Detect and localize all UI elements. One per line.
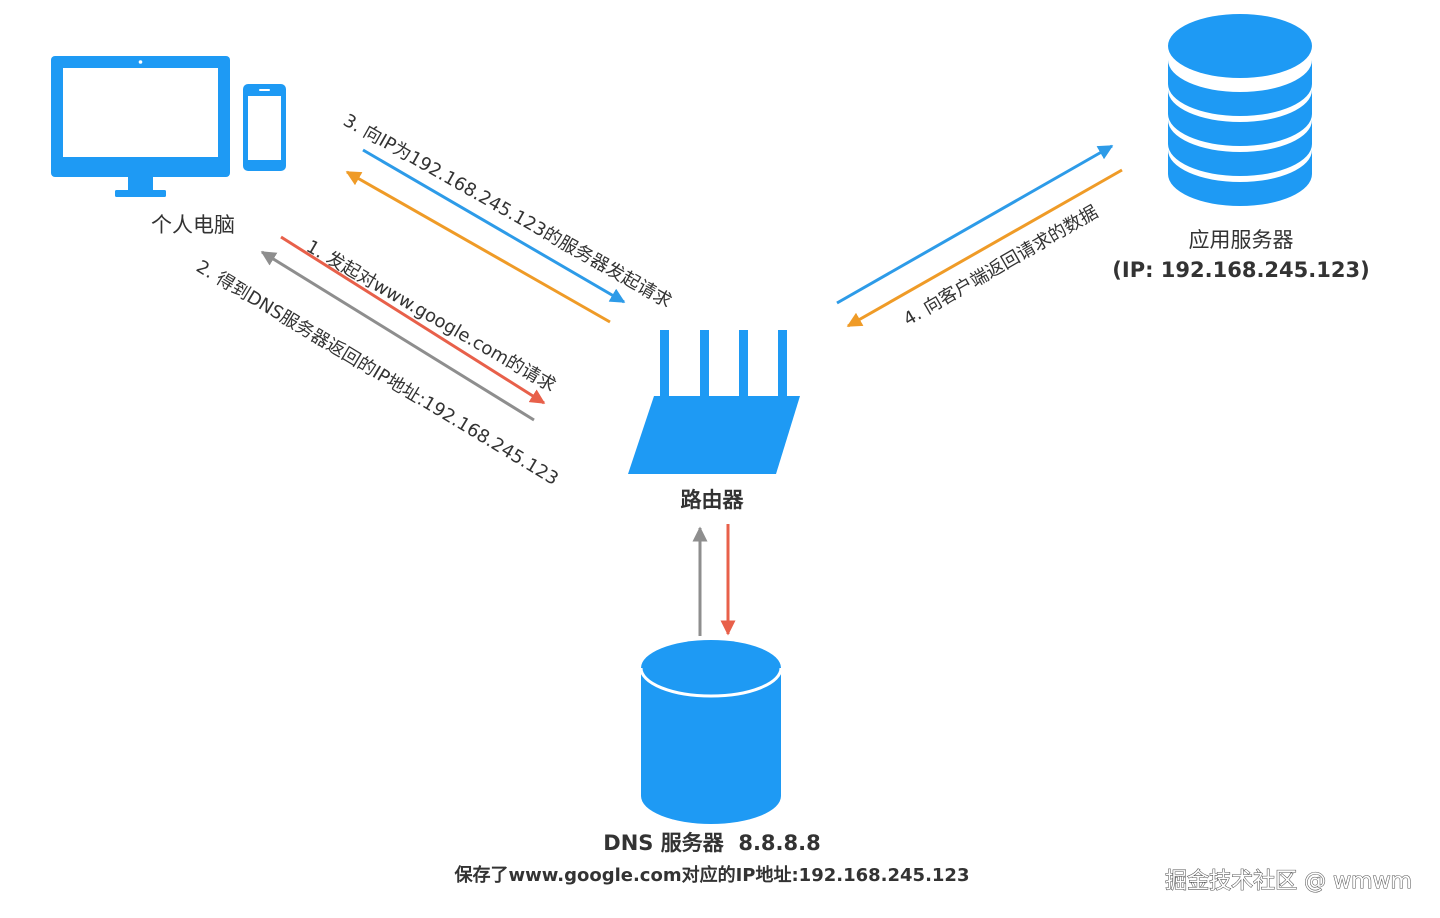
edge-label-step4: 4. 向客户端返回请求的数据 xyxy=(900,202,1102,331)
database-icon xyxy=(639,640,783,824)
monitor-icon xyxy=(51,56,230,197)
arrow-step3-request xyxy=(362,148,626,304)
watermark: 掘金技术社区 @ wmwm xyxy=(1165,869,1412,894)
router-label: 路由器 xyxy=(681,488,745,512)
arrow-step3-to-server xyxy=(836,144,1114,305)
pc-label: 个人电脑 xyxy=(151,213,235,237)
app-server-label: 应用服务器 xyxy=(1189,228,1294,252)
database-stack-icon xyxy=(1168,14,1312,210)
app-server-ip: (IP: 192.168.245.123) xyxy=(1112,258,1369,282)
dns-server-label: DNS 服务器 8.8.8.8 xyxy=(603,831,820,855)
arrow-step1-request xyxy=(280,235,546,405)
edge-label-step1: 1. 发起对www.google.com的请求 xyxy=(303,236,560,396)
phone-icon xyxy=(243,84,286,171)
dns-server-sublabel: 保存了www.google.com对应的IP地址:192.168.245.123 xyxy=(454,864,970,886)
arrow-step4-return-to-pc xyxy=(345,170,611,324)
arrow-step2-response xyxy=(260,250,535,422)
router-icon xyxy=(628,330,800,474)
arrow-step4-from-server xyxy=(846,168,1123,328)
